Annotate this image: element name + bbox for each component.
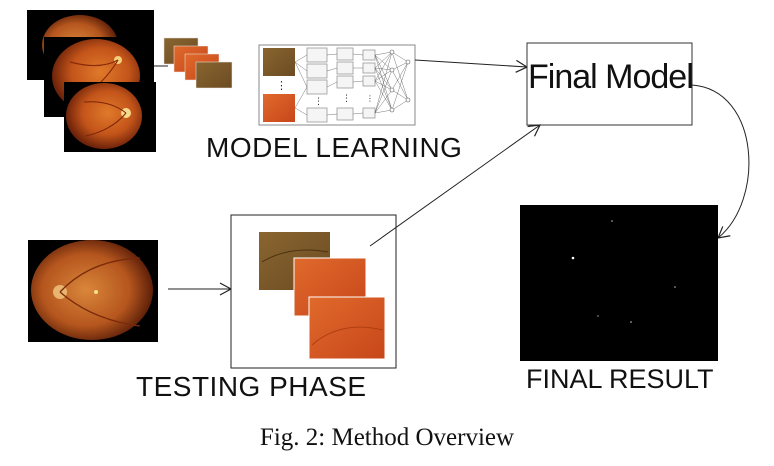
- training-patch-4: [195, 61, 233, 89]
- network-to-model-arrow: [414, 59, 529, 73]
- network-output-nodes: [389, 49, 411, 113]
- testing-fundus-image: [28, 240, 158, 342]
- testing-phase-label: TESTING PHASE: [136, 371, 367, 402]
- figure-caption: Fig. 2: Method Overview: [259, 424, 515, 451]
- network-layer-2: [336, 47, 354, 121]
- neural-network-diagram: ⋮ ⋮ ⋮ ⋮: [258, 44, 416, 126]
- final-result-image: [520, 205, 718, 361]
- testing-to-model-arrow: [369, 124, 542, 247]
- network-layer-1-ellipsis: ⋮: [314, 97, 323, 107]
- network-connections: [294, 51, 409, 116]
- final-model-label: Final Model: [528, 58, 694, 96]
- training-fundus-image-3: [64, 82, 156, 152]
- training-image-stack: [27, 10, 156, 152]
- network-layer-3: [362, 49, 376, 119]
- model-learning-label: MODEL LEARNING: [206, 132, 463, 163]
- network-input-patch-top: [263, 48, 295, 76]
- network-input-patch-bottom: [263, 94, 295, 122]
- network-layer-1: [306, 47, 328, 123]
- final-result-label: FINAL RESULT: [526, 364, 714, 394]
- network-layer-3-ellipsis: ⋮: [366, 94, 374, 103]
- training-patch-stack: [163, 37, 233, 89]
- network-input-ellipsis: ⋮: [276, 79, 287, 92]
- final-model-box: [526, 42, 693, 126]
- network-layer-2-ellipsis: ⋮: [342, 94, 351, 104]
- model-to-result-arrow: [691, 84, 750, 239]
